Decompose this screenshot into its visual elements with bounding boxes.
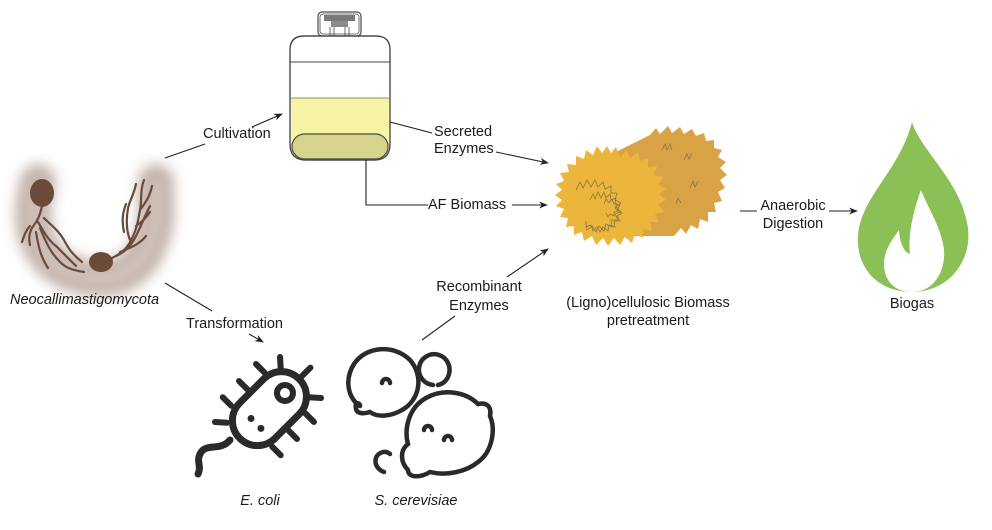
- yeast-cell-4: [373, 449, 393, 475]
- edge-secreted-b: [495, 151, 549, 165]
- sporangium-left: [30, 179, 54, 207]
- flame-icon: [857, 122, 969, 292]
- biomass-label-2: pretreatment: [606, 313, 690, 329]
- yeast-cells-icon: [346, 346, 495, 479]
- biogas-label: Biogas: [889, 296, 935, 312]
- edge-label-digestion-2: Digestion: [762, 216, 824, 232]
- anaerobic-fungus-icon: [16, 165, 173, 296]
- bacterium-body: [228, 368, 310, 450]
- edge-label-cultivation: Cultivation: [203, 126, 271, 142]
- flagellum: [194, 436, 234, 478]
- bacterium-icon: [194, 353, 325, 478]
- edge-secreted-a: [389, 121, 433, 134]
- edge-cultivation-b: [251, 113, 283, 128]
- edge-af-biomass-a: [365, 160, 428, 206]
- edge-cultivation-a: [164, 143, 206, 159]
- edge-transformation-a: [164, 282, 213, 312]
- yeast-cell-2: [416, 352, 452, 388]
- edge-label-recombinant-1: Recombinant: [436, 279, 522, 295]
- edge-label-secreted-1: Secreted: [434, 124, 493, 140]
- edge-label-digestion-1: Anaerobic: [760, 198, 826, 214]
- biomass-label-1: (Ligno)cellulosic Biomass: [566, 295, 730, 311]
- hay-bale-icon: [555, 126, 727, 246]
- edge-label-recombinant-2: Enzymes: [449, 298, 509, 314]
- yeast-label: S. cerevisiae: [374, 493, 458, 509]
- edge-label-secreted-2: Enzymes: [434, 141, 494, 157]
- sporangium-right: [89, 252, 113, 272]
- fungal-biomass-layer: [291, 133, 389, 160]
- fungus-label: Neocallimastigomycota: [10, 292, 160, 308]
- ecoli-label: E. coli: [240, 493, 280, 509]
- edge-recombinant-b: [506, 248, 549, 278]
- edges: [164, 113, 858, 343]
- edge-transformation-b: [248, 333, 264, 343]
- culture-bottle-icon: [289, 11, 391, 161]
- edge-label-transformation: Transformation: [186, 316, 283, 332]
- flame-inner: [884, 190, 945, 292]
- edge-label-af-biomass: AF Biomass: [428, 197, 507, 213]
- yeast-cell-3: [399, 390, 495, 479]
- yeast-cell-1: [346, 346, 421, 418]
- edge-recombinant-a: [421, 315, 456, 341]
